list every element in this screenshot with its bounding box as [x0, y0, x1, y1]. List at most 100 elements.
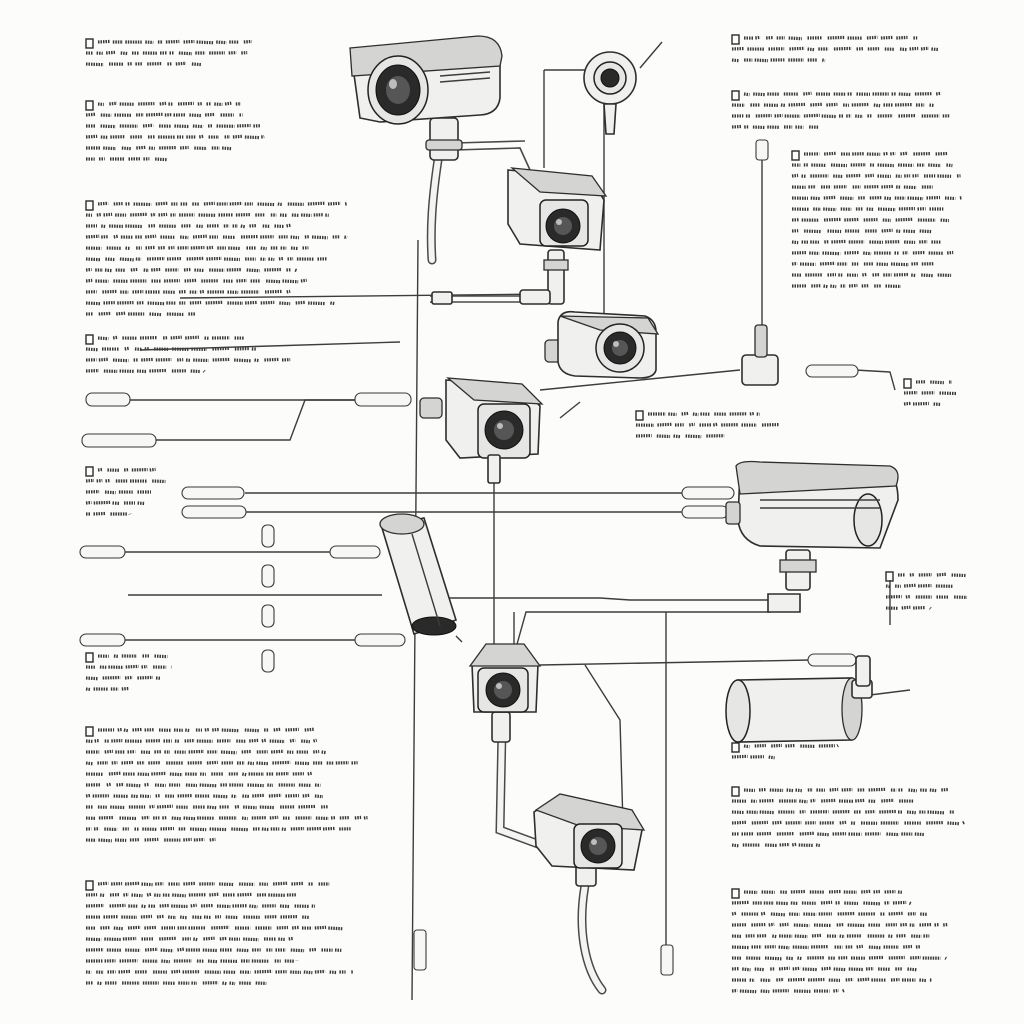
text-block-marker: [731, 786, 740, 797]
text-block-marker: [85, 334, 94, 345]
text-line: [97, 654, 168, 659]
text-block-marker: [791, 150, 800, 161]
text-line: [86, 511, 132, 516]
text-line: [85, 793, 324, 799]
text-block-marker: [731, 90, 740, 101]
text-line: [85, 837, 216, 843]
text-line: [885, 583, 954, 589]
box-camera-bottom: [533, 793, 646, 995]
text-line: [803, 151, 948, 156]
text-blocks: [85, 34, 968, 994]
text-line: [885, 594, 968, 599]
text-line: [648, 411, 760, 417]
text-line: [743, 889, 903, 894]
text-line: [885, 605, 932, 610]
text-line: [635, 434, 725, 439]
text-line: [85, 234, 348, 240]
text-block-6: [85, 726, 368, 843]
text-line: [85, 914, 309, 920]
text-line: [85, 500, 145, 506]
text-line: [85, 311, 196, 317]
text-line: [85, 969, 354, 975]
text-line: [743, 91, 942, 97]
text-line: [85, 61, 202, 67]
text-line: [903, 401, 941, 406]
text-block-marker: [731, 888, 740, 899]
text-line: [731, 754, 775, 760]
text-block-13: [885, 571, 968, 610]
text-line: [85, 826, 351, 832]
text-line: [791, 272, 952, 278]
text-block-8: [731, 34, 940, 63]
text-line: [85, 936, 294, 942]
text-line: [97, 335, 245, 341]
text-block-marker: [85, 38, 94, 49]
text-line: [85, 760, 358, 766]
text-line: [903, 391, 957, 396]
text-block-2: [85, 200, 348, 317]
text-line: [743, 787, 949, 793]
text-line: [85, 892, 297, 898]
text-line: [85, 256, 328, 262]
connectors: [431, 289, 779, 484]
text-line: [791, 195, 962, 201]
text-line: [731, 809, 955, 815]
text-line: [731, 113, 950, 119]
text-line: [791, 184, 933, 190]
text-line: [85, 289, 291, 294]
text-line: [731, 820, 965, 826]
text-line: [731, 988, 846, 994]
text-line: [85, 368, 206, 374]
text-line: [97, 39, 252, 45]
text-line: [85, 245, 309, 251]
text-line: [731, 922, 949, 928]
text-block-4: [85, 466, 166, 516]
text-line: [791, 283, 901, 289]
text-block-1: [85, 100, 265, 162]
text-line: [85, 278, 307, 284]
text-block-marker: [635, 410, 644, 421]
text-line: [85, 478, 166, 484]
text-line: [85, 815, 368, 821]
text-line: [86, 749, 327, 755]
text-line: [85, 981, 267, 986]
text-line: [85, 738, 318, 744]
text-line: [86, 804, 329, 810]
text-line: [791, 228, 932, 234]
text-line: [97, 727, 315, 733]
text-line: [85, 675, 161, 681]
bullet-camera-large-right: [725, 460, 899, 613]
text-line: [85, 490, 151, 495]
text-line: [85, 771, 313, 777]
text-block-12: [903, 378, 957, 406]
text-block-0: [85, 38, 252, 67]
text-line: [791, 163, 953, 168]
text-line: [897, 572, 966, 578]
box-camera-upper: [507, 167, 608, 305]
text-block-10: [791, 150, 962, 289]
text-line: [731, 46, 940, 52]
box-camera-mid-right: [544, 310, 660, 379]
text-block-11: [635, 410, 779, 439]
text-line: [731, 900, 912, 906]
text-line: [791, 217, 950, 223]
text-block-5: [85, 652, 172, 692]
text-line: [731, 831, 925, 837]
text-line: [86, 959, 299, 964]
text-block-marker: [731, 742, 740, 753]
text-block-marker: [85, 466, 94, 477]
text-block-9: [731, 90, 950, 130]
text-line: [743, 743, 839, 749]
text-line: [731, 124, 819, 130]
text-line: [635, 422, 779, 427]
text-block-marker: [85, 652, 94, 663]
text-line: [915, 380, 953, 385]
text-line: [731, 966, 917, 972]
text-line: [743, 35, 918, 41]
text-line: [85, 686, 130, 692]
text-line: [86, 145, 232, 151]
round-camera-top: [583, 41, 663, 135]
tube-camera-right: [725, 655, 873, 743]
tube-camera-left: [379, 513, 463, 643]
wires: [125, 69, 911, 1001]
